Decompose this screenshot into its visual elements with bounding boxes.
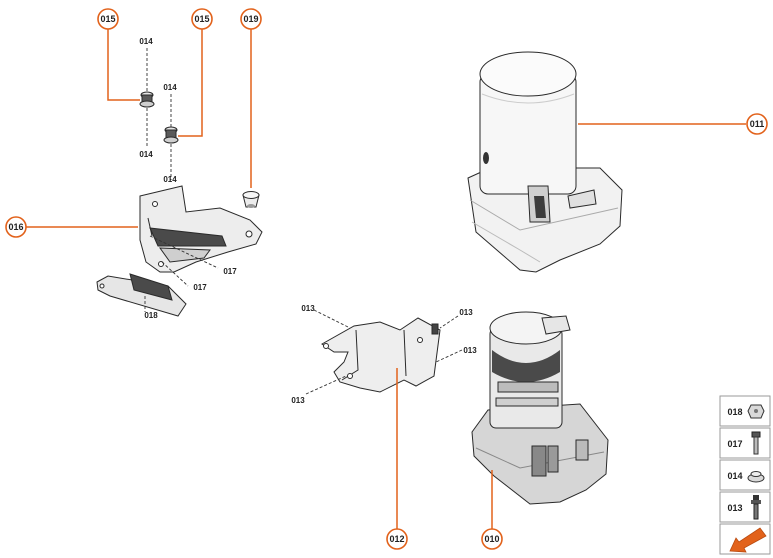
label-017: 017 [223, 267, 237, 276]
bracket-016 [139, 185, 263, 273]
legend-row-014[interactable]: 014 [719, 459, 771, 491]
svg-text:015: 015 [100, 14, 115, 24]
pump-unit-010 [471, 311, 609, 505]
callout-011[interactable]: 011 [746, 113, 768, 135]
bolt-icon [751, 431, 761, 455]
svg-text:017: 017 [727, 439, 742, 449]
housing-011 [467, 51, 623, 273]
part-labels: 014 014 014 014 017 017 018 013 013 013 … [139, 37, 477, 405]
legend-row-018[interactable]: 018 [719, 395, 771, 427]
svg-text:016: 016 [8, 222, 23, 232]
label-018: 018 [144, 311, 158, 320]
svg-text:013: 013 [727, 503, 742, 513]
label-013: 013 [459, 308, 473, 317]
label-014: 014 [139, 150, 153, 159]
label-013: 013 [463, 346, 477, 355]
label-017: 017 [193, 283, 207, 292]
nut-icon [747, 404, 765, 419]
fastener-group-left [139, 48, 260, 208]
svg-text:018: 018 [727, 407, 742, 417]
bracket-012 [305, 309, 463, 395]
callout-016[interactable]: 016 [5, 216, 27, 238]
label-014: 014 [163, 175, 177, 184]
label-013: 013 [291, 396, 305, 405]
legend-row-013[interactable]: 013 [719, 491, 771, 523]
svg-text:012: 012 [389, 534, 404, 544]
svg-text:010: 010 [484, 534, 499, 544]
svg-text:011: 011 [750, 119, 765, 129]
hardware-legend: 018 017 014 013 [719, 395, 771, 555]
arrow-down-left-icon[interactable] [719, 523, 771, 555]
label-013: 013 [301, 304, 315, 313]
callout-010[interactable]: 010 [481, 528, 503, 550]
svg-text:014: 014 [727, 471, 742, 481]
callout-015-right[interactable]: 015 [191, 8, 213, 30]
stud-bolt-icon [751, 495, 761, 520]
callout-019[interactable]: 019 [240, 8, 262, 30]
svg-text:019: 019 [243, 14, 258, 24]
bracket-018 [96, 235, 219, 317]
callout-012[interactable]: 012 [386, 528, 408, 550]
flange-nut-icon [747, 471, 765, 483]
callout-015-left[interactable]: 015 [97, 8, 119, 30]
label-014: 014 [139, 37, 153, 46]
label-014: 014 [163, 83, 177, 92]
leader-lines [25, 28, 746, 530]
svg-text:015: 015 [194, 14, 209, 24]
legend-row-017[interactable]: 017 [719, 427, 771, 459]
